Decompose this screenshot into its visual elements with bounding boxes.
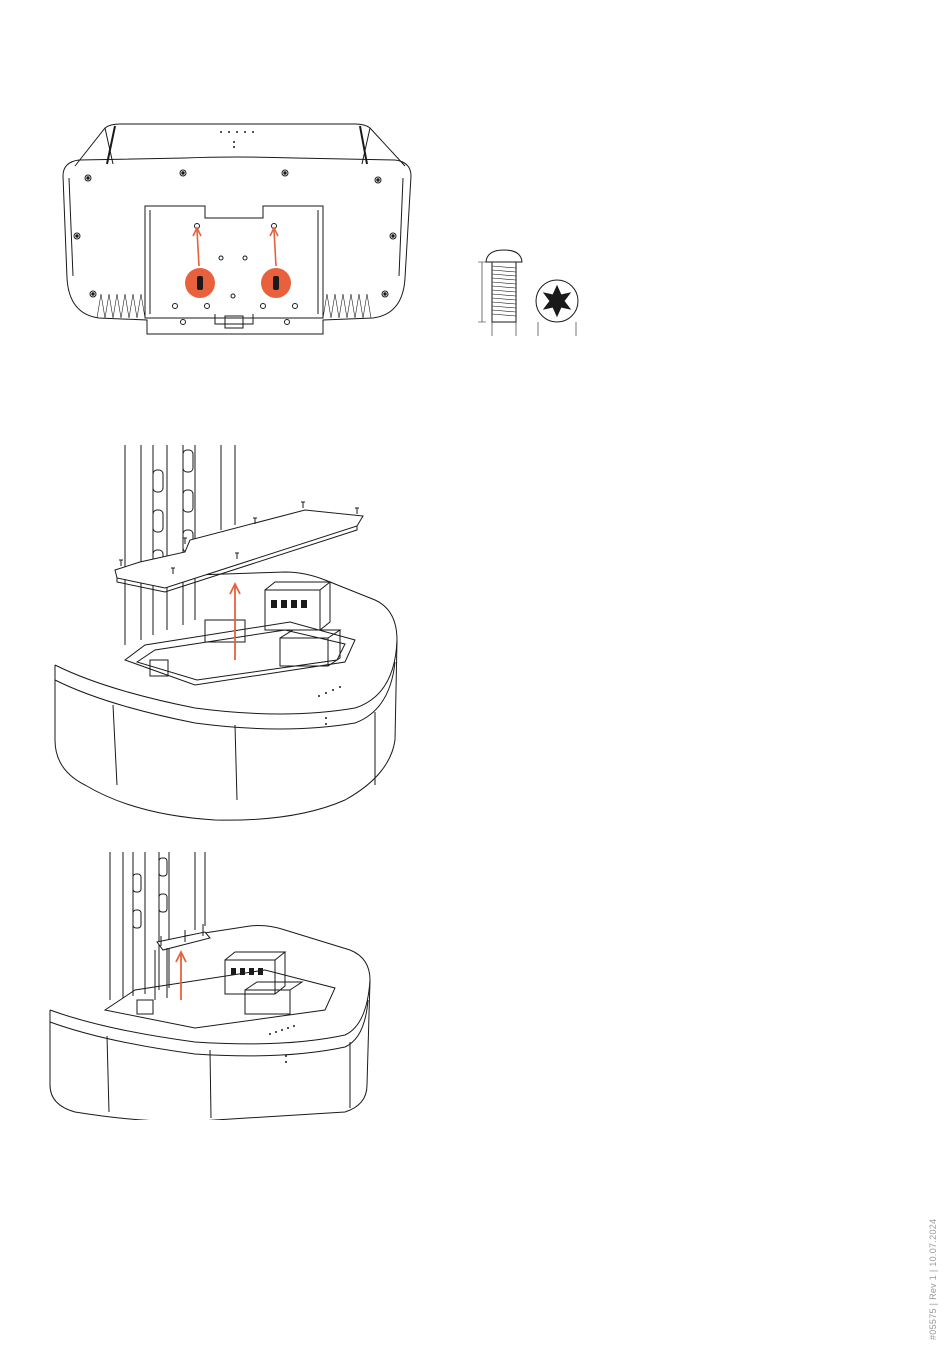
bracket-removal (45, 850, 375, 1120)
arrow-up-icon (176, 952, 186, 1000)
terminal-blocks (150, 582, 340, 676)
screw-side-icon (478, 250, 522, 336)
heatsink-right (323, 294, 371, 318)
led-dots (318, 686, 341, 725)
arrow-up-icon (270, 228, 278, 266)
housing-screws (74, 170, 396, 325)
torx-head-icon (536, 280, 578, 336)
screw-icon (185, 268, 215, 298)
inverter-back-view (55, 118, 417, 340)
screw-detail (474, 248, 584, 336)
bracket-slots (133, 858, 167, 928)
document-reference: #05575 | Rev 1 | 10.07.2024 (928, 1219, 938, 1340)
cover-plate-removal (45, 440, 410, 825)
heatsink-left (97, 294, 145, 318)
screw-icon (261, 268, 291, 298)
arrow-up-icon (230, 584, 240, 660)
small-bracket (155, 924, 210, 1000)
led-dots (269, 1025, 295, 1063)
arrow-up-icon (193, 228, 201, 266)
terminal-blocks (137, 952, 302, 1014)
led-dots (220, 131, 254, 148)
cover-plate (115, 510, 363, 592)
